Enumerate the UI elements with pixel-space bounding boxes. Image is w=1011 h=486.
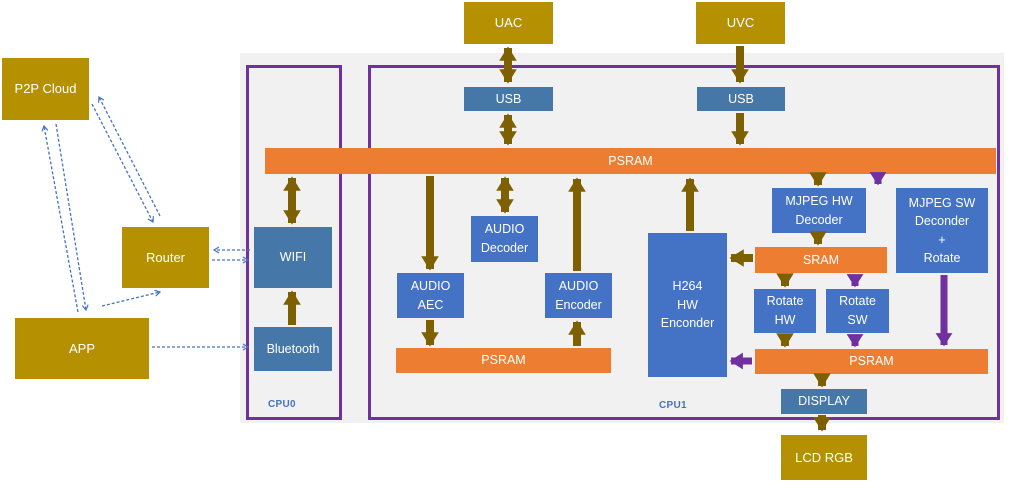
cpu0-label: CPU0 <box>268 399 296 410</box>
display-node: DISPLAY <box>781 389 867 414</box>
wifi-node: WIFI <box>254 227 332 288</box>
app-node: APP <box>15 318 149 379</box>
cpu1-frame <box>368 65 1000 420</box>
bluetooth-node: Bluetooth <box>254 327 332 371</box>
arrow-app-p2pcloud <box>44 126 79 313</box>
audio-decoder-node: AUDIO Decoder <box>471 216 538 262</box>
rotate-sw-node: Rotate SW <box>826 289 889 333</box>
uac-node: UAC <box>464 2 553 44</box>
lcd-rgb-node: LCD RGB <box>781 435 867 480</box>
h264-hw-encoder-node: H264 HW Enconder <box>648 233 727 377</box>
rotate-hw-node: Rotate HW <box>754 289 816 333</box>
psram-main-bar: PSRAM <box>265 148 996 174</box>
usb-video-node: USB <box>697 87 785 111</box>
arrow-p2pcloud-app <box>55 123 86 310</box>
mjpeg-sw-decoder-node: MJPEG SW Deconder + Rotate <box>896 188 988 273</box>
router-node: Router <box>122 227 209 288</box>
arrow-app-router <box>101 292 160 307</box>
audio-aec-node: AUDIO AEC <box>397 273 464 318</box>
psram-video-bar: PSRAM <box>755 349 988 374</box>
cpu0-frame <box>246 65 342 420</box>
p2p-cloud-node: P2P Cloud <box>2 58 89 120</box>
usb-audio-node: USB <box>464 87 553 111</box>
psram-audio-bar: PSRAM <box>396 348 611 373</box>
arrow-router-p2pcloud <box>99 97 161 217</box>
uvc-node: UVC <box>696 2 785 44</box>
mjpeg-hw-decoder-node: MJPEG HW Decoder <box>772 188 866 233</box>
cpu1-label: CPU1 <box>659 400 687 411</box>
audio-encoder-node: AUDIO Encoder <box>545 273 612 318</box>
arrow-p2pcloud-router <box>91 103 153 222</box>
sram-bar: SRAM <box>755 247 887 273</box>
